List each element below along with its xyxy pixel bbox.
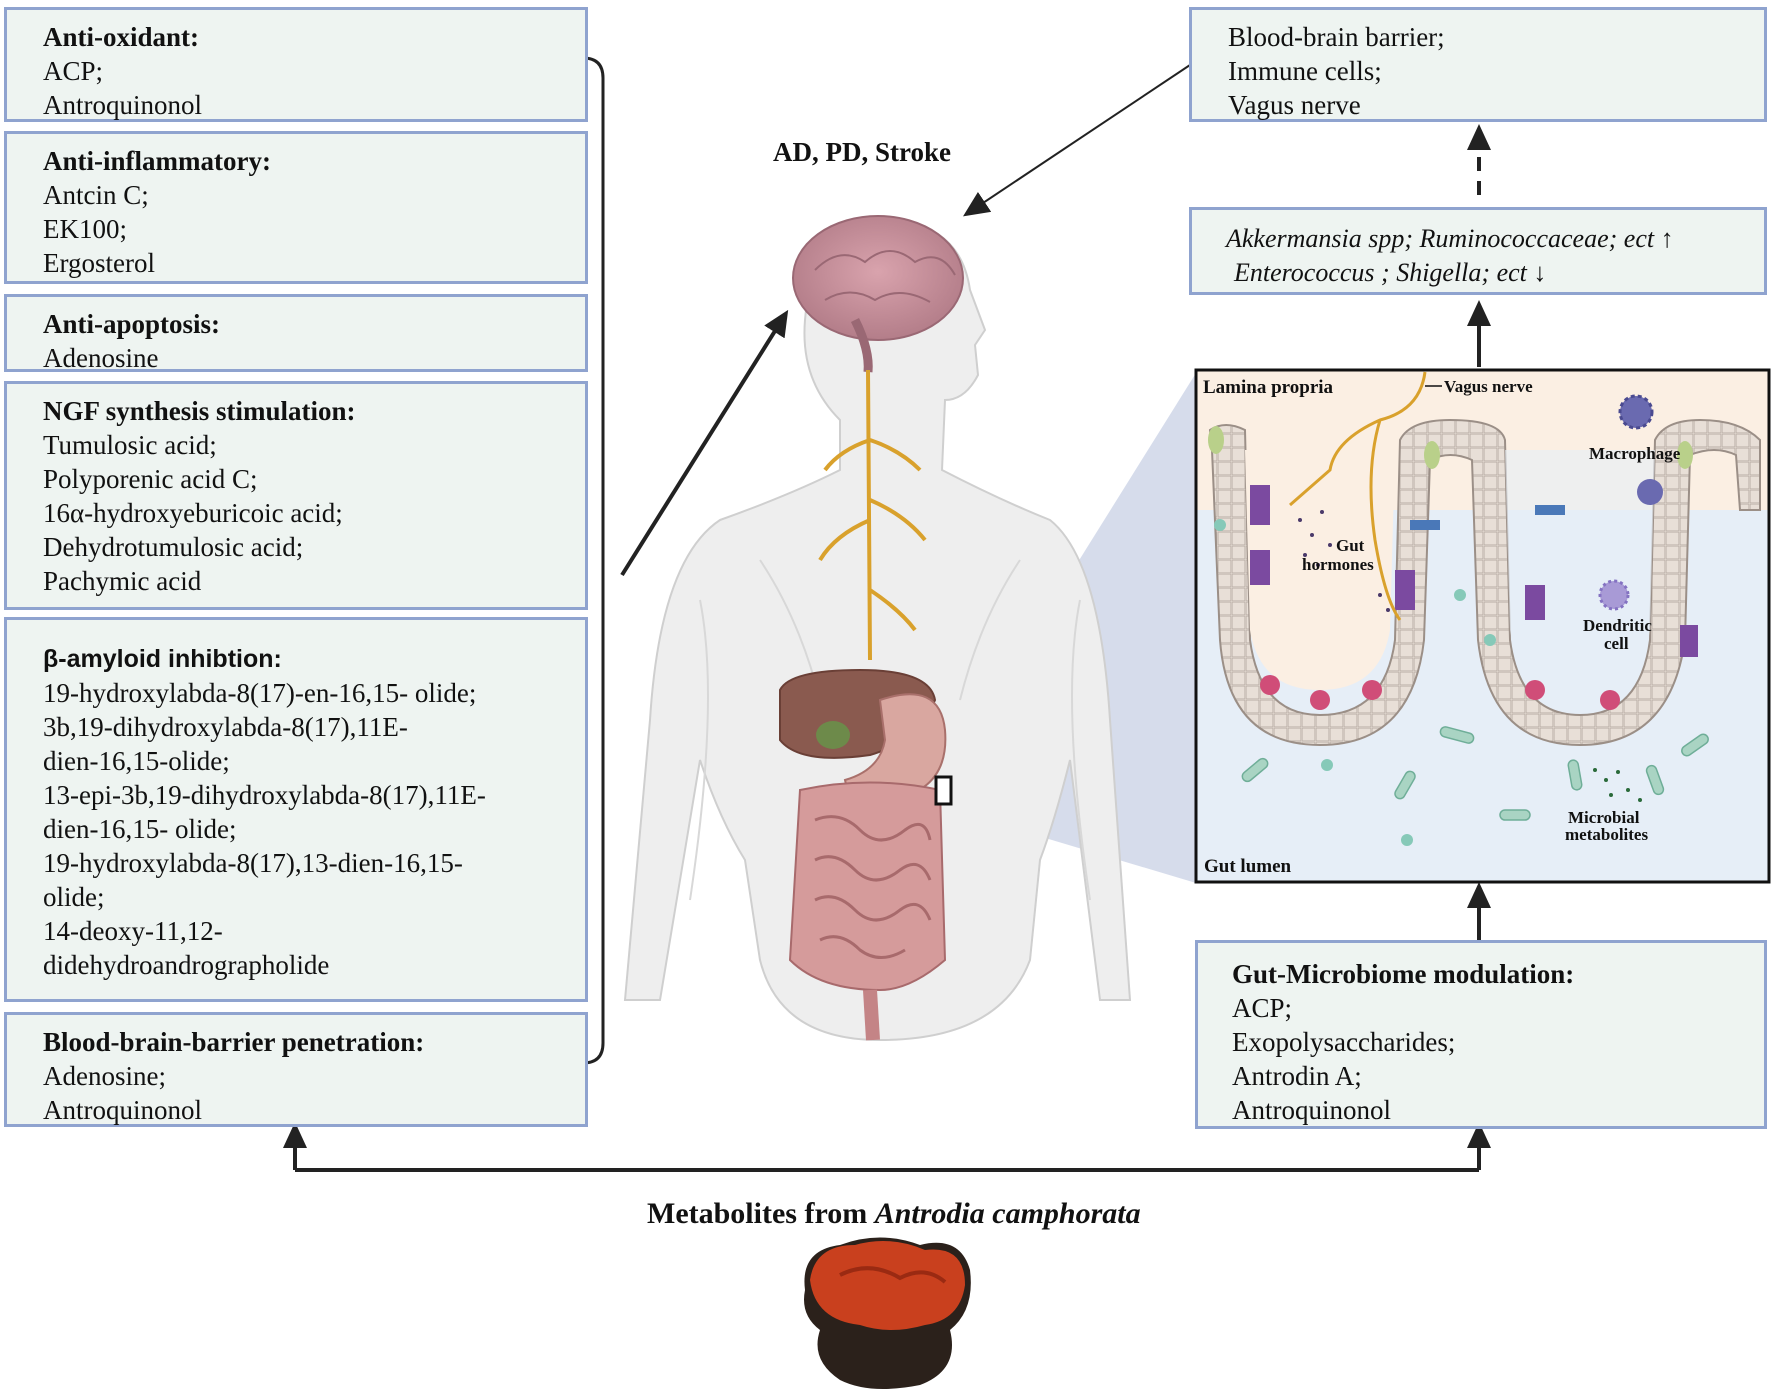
- microbial-metabolites-label-2: metabolites: [1565, 825, 1649, 844]
- gut-modulation-item: Antrodin A;: [1232, 1061, 1362, 1091]
- antiinflammatory-box: Anti-inflammatory: Antcin C; EK100; Ergo…: [4, 131, 588, 284]
- vagus-nerve-panel: [1289, 371, 1427, 621]
- gut-lumen-label: Gut lumen: [1204, 856, 1292, 877]
- amyloid-item: 19-hydroxylabda-8(17)-en-16,15- olide;: [43, 678, 477, 708]
- antiinflammatory-item: Antcin C;: [43, 180, 149, 210]
- antiinflammatory-heading: Anti-inflammatory:: [43, 146, 271, 176]
- gut-modulation-item: Exopolysaccharides;: [1232, 1027, 1456, 1057]
- amyloid-box: β-amyloid inhibtion: 19-hydroxylabda-8(1…: [4, 617, 588, 1002]
- arrow-from-barrier: [963, 64, 1191, 217]
- antioxidant-item: Antroquinonol: [43, 90, 202, 120]
- ngf-item: Pachymic acid: [43, 566, 202, 596]
- antioxidant-box: Anti-oxidant: ACP; Antroquinonol: [4, 7, 588, 122]
- title-prefix: Metabolites from: [647, 1197, 875, 1230]
- dendritic-cell-label-2: cell: [1604, 634, 1629, 653]
- gut-modulation-heading: Gut-Microbiome modulation:: [1232, 959, 1575, 989]
- down-arrow-icon: ↓: [1533, 258, 1547, 287]
- antiapoptosis-item: Adenosine: [43, 343, 159, 373]
- amyloid-item: 13-epi-3b,19-dihydroxylabda-8(17),11E-: [43, 780, 486, 810]
- ngf-heading: NGF synthesis stimulation:: [43, 396, 356, 426]
- amyloid-item: olide;: [43, 882, 105, 912]
- antiinflammatory-item: EK100;: [43, 214, 127, 244]
- left-bracket: [582, 56, 605, 1065]
- vagus-nerve-body: [818, 369, 927, 661]
- microbes-increased: Akkermansia spp; Ruminococcaceae; ect: [1226, 224, 1655, 253]
- barrier-item: Vagus nerve: [1228, 90, 1361, 120]
- macrophage-label: Macrophage: [1589, 444, 1681, 463]
- dendritic-cell-label-1: Dendritic: [1583, 616, 1652, 635]
- intestines: [788, 781, 947, 992]
- antioxidant-item: ACP;: [43, 56, 104, 86]
- gut-panel: [1194, 368, 1771, 884]
- gut-modulation-item: Antroquinonol: [1232, 1095, 1391, 1125]
- ngf-item: 16α-hydroxyeburicoic acid;: [43, 498, 343, 528]
- antioxidant-heading: Anti-oxidant:: [43, 22, 200, 52]
- gut-zoom-marker: [934, 775, 953, 806]
- ngf-item: Polyporenic acid C;: [43, 464, 258, 494]
- bbb-penetration-box: Blood-brain-barrier penetration: Adenosi…: [4, 1012, 588, 1127]
- amyloid-item: dien-16,15- olide;: [43, 814, 237, 844]
- antiapoptosis-box: Anti-apoptosis: Adenosine: [4, 294, 588, 373]
- lamina-propria-label: Lamina propria: [1203, 377, 1334, 398]
- macrophage: [1618, 394, 1654, 430]
- ngf-item: Dehydrotumulosic acid;: [43, 532, 304, 562]
- antrodia-mushroom: [804, 1237, 971, 1389]
- barrier-box: Blood-brain barrier; Immune cells; Vagus…: [1189, 7, 1767, 122]
- vagus-nerve-label: Vagus nerve: [1444, 377, 1533, 396]
- amyloid-item: 19-hydroxylabda-8(17),13-dien-16,15-: [43, 848, 463, 878]
- microbes-box: Akkermansia spp; Ruminococcaceae; ect ↑ …: [1189, 207, 1767, 295]
- brain: [792, 215, 964, 341]
- gut-modulation-item: ACP;: [1232, 993, 1293, 1023]
- human-body: [623, 215, 1132, 1042]
- amyloid-item: 3b,19-dihydroxylabda-8(17),11E-: [43, 712, 408, 742]
- bbb-item: Antroquinonol: [43, 1095, 202, 1125]
- amyloid-heading: β-amyloid inhibtion:: [43, 645, 282, 673]
- disease-label: AD, PD, Stroke: [773, 137, 951, 167]
- amyloid-item: didehydroandrographolide: [43, 950, 330, 980]
- microbial-metabolites-label-1: Microbial: [1568, 808, 1640, 827]
- gut-hormones-label-1: Gut: [1336, 536, 1365, 555]
- ngf-box: NGF synthesis stimulation: Tumulosic aci…: [4, 381, 588, 610]
- figure-title: Metabolites from Antrodia camphorata: [647, 1197, 1141, 1231]
- arrow-to-brain: [620, 309, 789, 577]
- amyloid-item: dien-16,15-olide;: [43, 746, 230, 776]
- barrier-item: Immune cells;: [1228, 56, 1382, 86]
- gut-modulation-box: Gut-Microbiome modulation: ACP; Exopolys…: [1195, 940, 1767, 1129]
- ngf-item: Tumulosic acid;: [43, 430, 217, 460]
- amyloid-item: 14-deoxy-11,12-: [43, 916, 223, 946]
- gut-hormones-label-2: hormones: [1302, 555, 1374, 574]
- bbb-item: Adenosine;: [43, 1061, 166, 1091]
- antiinflammatory-item: Ergosterol: [43, 248, 155, 278]
- title-species: Antrodia camphorata: [874, 1197, 1141, 1230]
- microbes-decreased: Enterococcus ; Shigella; ect: [1234, 258, 1527, 287]
- antiapoptosis-heading: Anti-apoptosis:: [43, 309, 221, 339]
- bbb-heading: Blood-brain-barrier penetration:: [43, 1027, 425, 1057]
- dendritic-cell: [1598, 579, 1630, 611]
- up-arrow-icon: ↑: [1660, 224, 1674, 253]
- barrier-item: Blood-brain barrier;: [1228, 22, 1445, 52]
